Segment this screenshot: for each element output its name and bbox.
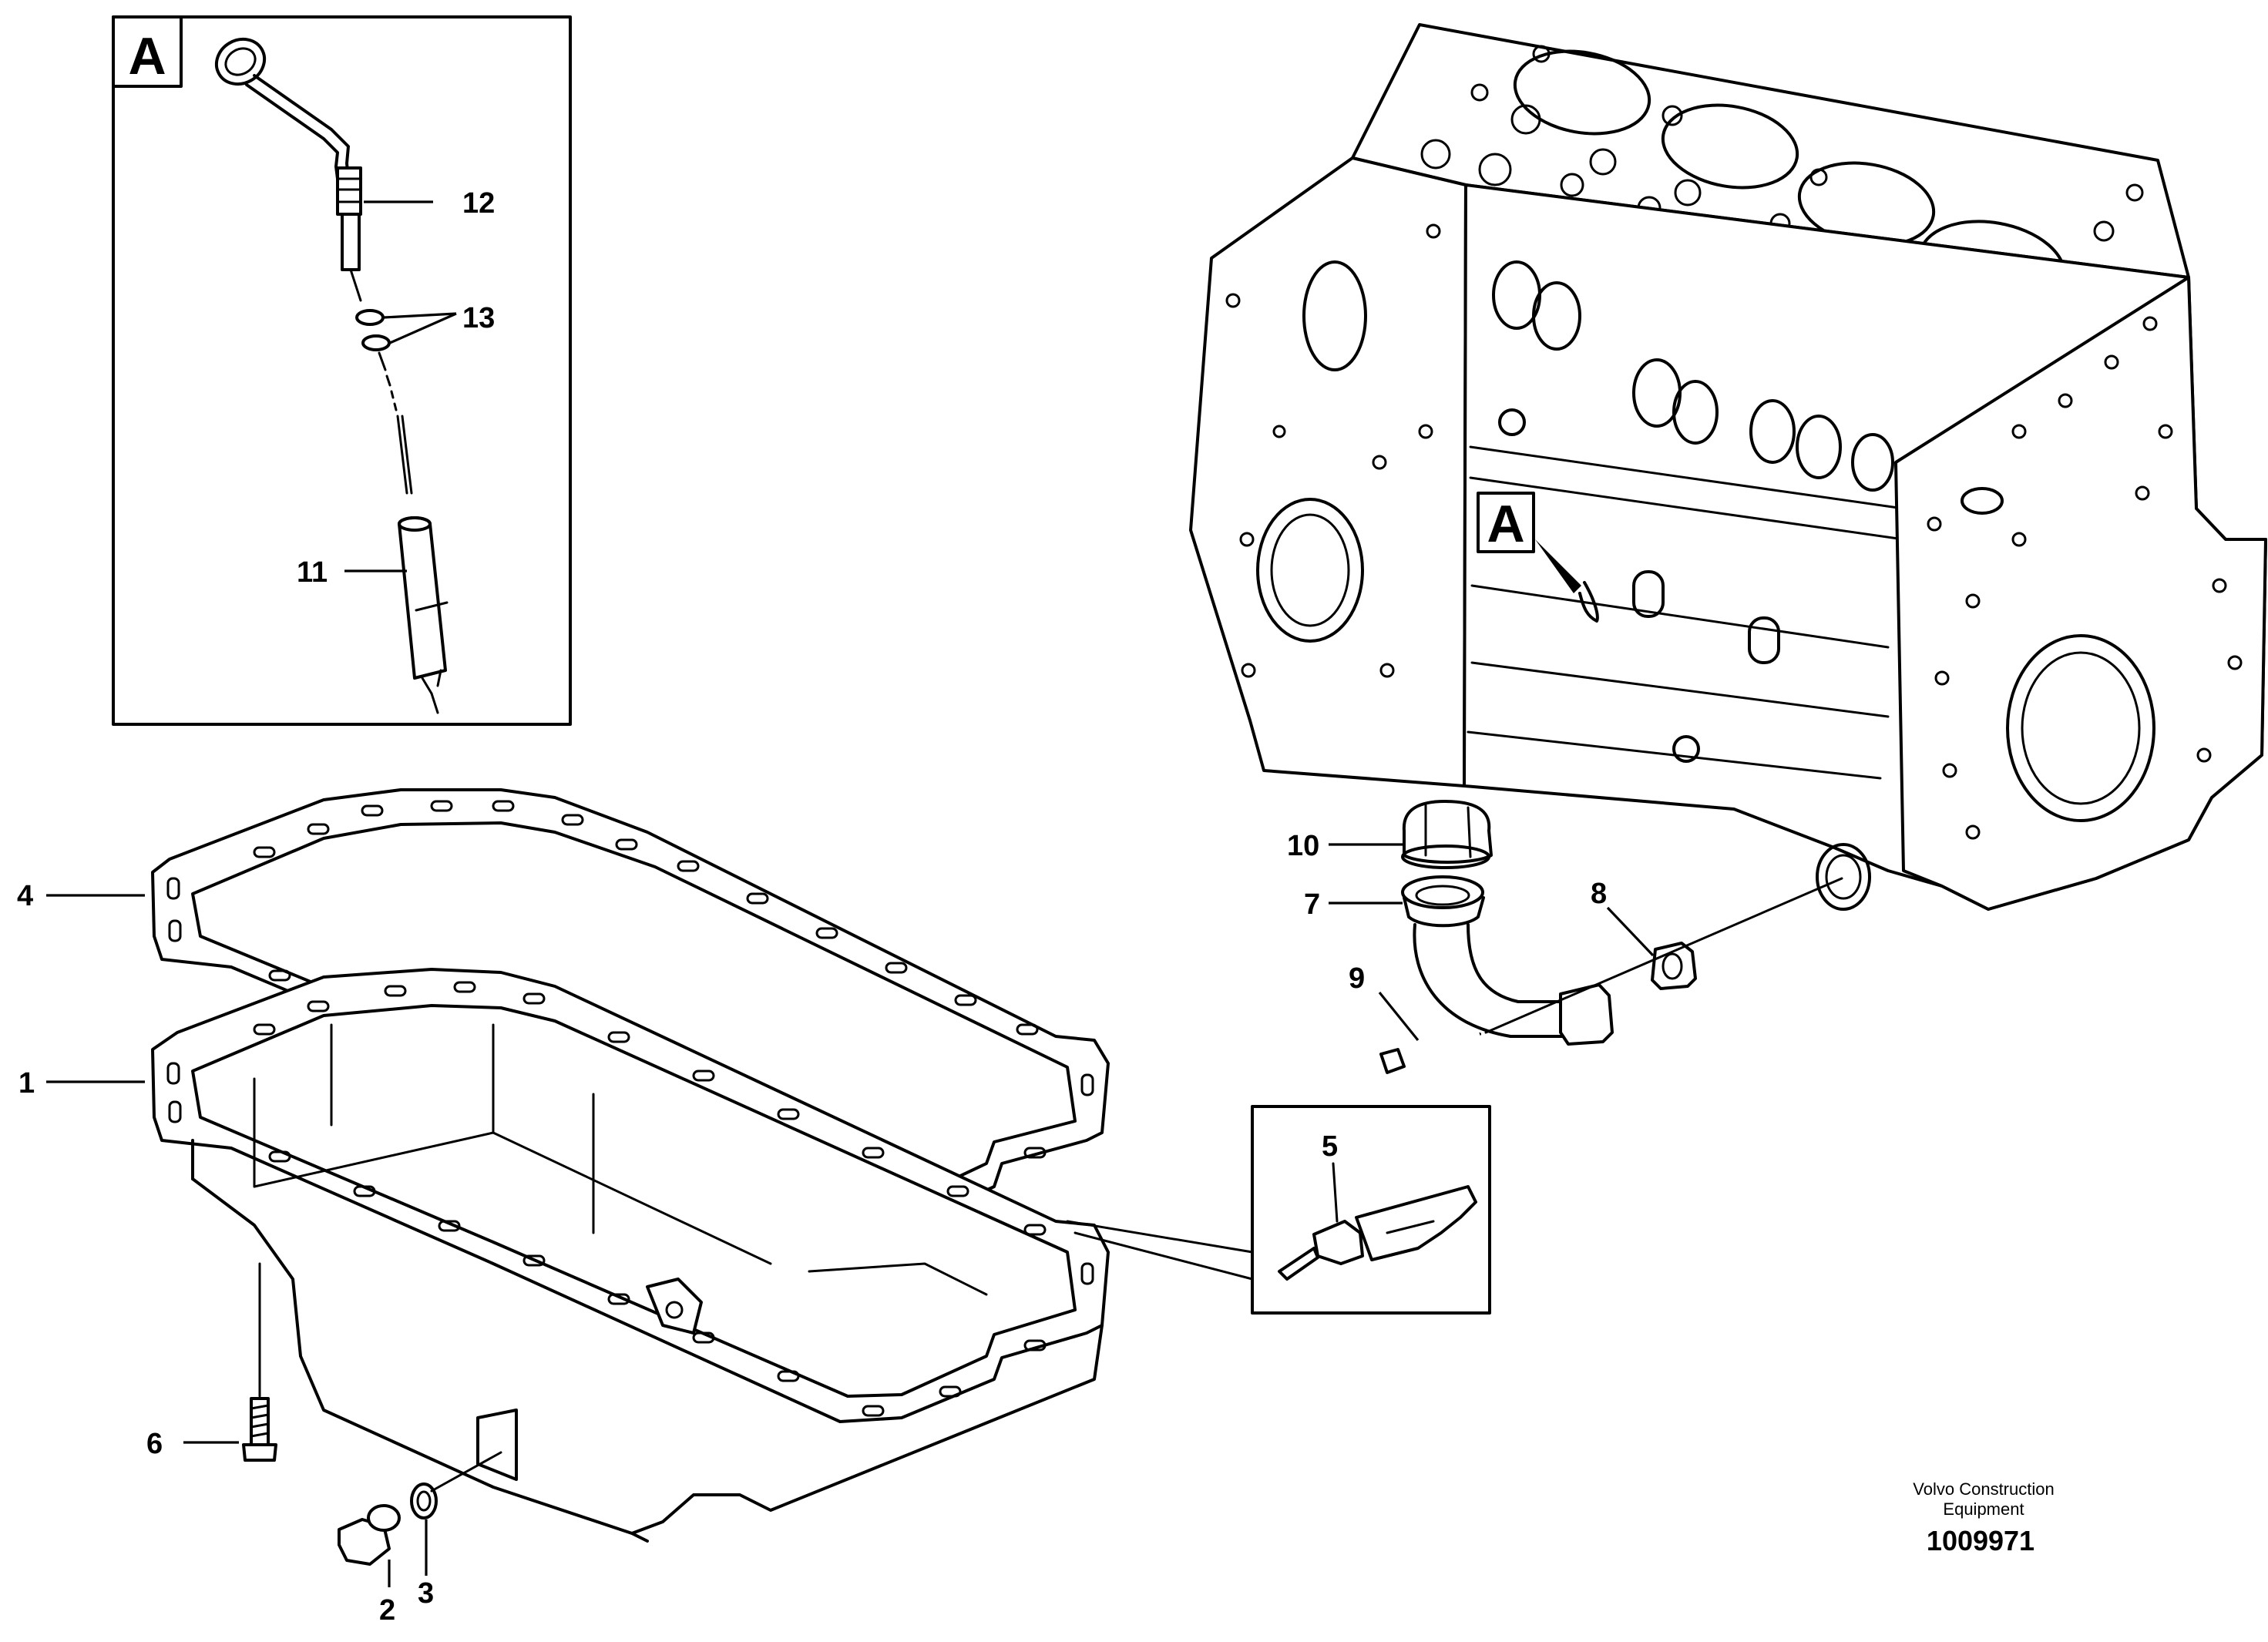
oil-pan <box>151 968 1110 1543</box>
detail-a-label: A <box>128 27 166 86</box>
footer: Volvo Construction Equipment 1009971 <box>1913 1479 2054 1556</box>
document-number: 1009971 <box>1927 1525 2034 1556</box>
callout-6: 6 <box>146 1428 163 1460</box>
detail-a-frame: A <box>112 15 572 726</box>
callout-10: 10 <box>1287 830 1319 862</box>
callout-2: 2 <box>379 1594 395 1627</box>
engine-marker-a: A <box>1477 492 1581 593</box>
dipstick-assembly <box>214 37 449 714</box>
engine-marker-a-label: A <box>1487 495 1524 553</box>
callout-11: 11 <box>297 556 328 589</box>
leaders-main <box>46 843 1655 1587</box>
engine-block <box>1189 23 2267 911</box>
callout-3: 3 <box>418 1577 434 1610</box>
callout-4: 4 <box>17 880 33 912</box>
pan-bolt <box>242 1262 277 1462</box>
oil-filler-assembly <box>1379 800 1843 1074</box>
callout-7: 7 <box>1304 888 1320 921</box>
callout-13: 13 <box>462 302 495 334</box>
brand-line-1: Volvo Construction <box>1913 1479 2054 1499</box>
callout-12: 12 <box>462 187 495 220</box>
callout-5: 5 <box>1322 1130 1338 1163</box>
callout-1: 1 <box>18 1067 35 1100</box>
sealant-detail <box>1066 1105 1491 1315</box>
callout-9: 9 <box>1349 962 1365 995</box>
brand-line-2: Equipment <box>1943 1499 2024 1519</box>
drain-plug-and-washer <box>338 1451 502 1566</box>
callout-labels: 12 13 11 4 1 6 2 3 5 10 7 8 9 <box>17 187 1607 1627</box>
leaders-detail <box>344 200 457 573</box>
callout-8: 8 <box>1591 878 1607 910</box>
